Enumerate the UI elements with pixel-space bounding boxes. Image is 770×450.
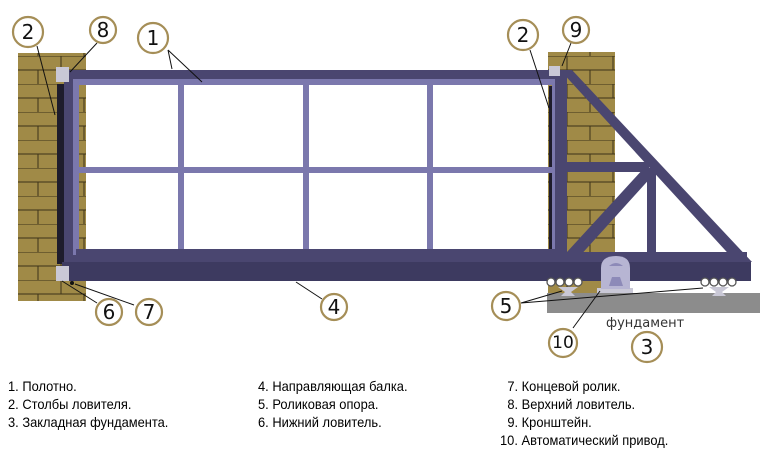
foundation-label: фундамент xyxy=(606,316,685,331)
end-roller xyxy=(70,281,74,285)
callout-1: 1 xyxy=(136,21,170,55)
svg-text:7: 7 xyxy=(143,300,156,324)
callout-10: 10 xyxy=(547,327,579,359)
svg-text:4: 4 xyxy=(328,295,341,319)
legend-column-1: 1. Полотно. 2. Столбы ловителя. 3. Закла… xyxy=(8,377,168,431)
svg-text:2: 2 xyxy=(22,20,35,44)
guide-beam xyxy=(62,262,751,281)
upper-catcher xyxy=(56,67,69,82)
callout-2-left: 2 xyxy=(11,15,45,49)
callout-5: 5 xyxy=(490,290,522,322)
legend-item: 4. Направляющая балка. xyxy=(258,378,408,394)
leader-lines xyxy=(36,42,704,329)
legend-column-2: 4. Направляющая балка. 5. Роликовая опор… xyxy=(258,377,408,431)
svg-text:5: 5 xyxy=(500,294,513,318)
lower-catcher xyxy=(56,266,69,281)
callout-6: 6 xyxy=(94,297,124,327)
gate-leaf xyxy=(64,70,752,265)
legend-item: 7. Концевой ролик. xyxy=(507,378,621,394)
legend-item: 3. Закладная фундамента. xyxy=(8,414,169,430)
legend-item: 8. Верхний ловитель. xyxy=(507,396,636,412)
roller-support-left xyxy=(546,277,583,296)
bracket xyxy=(549,66,560,76)
legend-item: 6. Нижний ловитель. xyxy=(258,414,382,430)
legend-item: 9. Кронштейн. xyxy=(507,414,592,430)
svg-text:6: 6 xyxy=(103,300,116,324)
callout-9: 9 xyxy=(561,15,591,45)
roller-support-right xyxy=(700,277,737,296)
callout-3: 3 xyxy=(630,330,664,364)
callout-8: 8 xyxy=(88,15,118,45)
callout-7: 7 xyxy=(134,297,164,327)
gate-diagram: фундамент xyxy=(11,15,760,364)
svg-text:10: 10 xyxy=(552,333,574,353)
legend-item: 10. Автоматический привод. xyxy=(500,432,669,448)
callout-2-right: 2 xyxy=(506,18,540,52)
svg-text:8: 8 xyxy=(97,18,110,42)
legend-item: 1. Полотно. xyxy=(8,378,77,394)
callout-4: 4 xyxy=(319,292,349,322)
svg-text:3: 3 xyxy=(641,335,654,359)
legend-column-3: 7. Концевой ролик. 8. Верхний ловитель. … xyxy=(500,377,668,449)
svg-text:1: 1 xyxy=(147,26,160,50)
svg-text:9: 9 xyxy=(570,18,583,42)
svg-text:2: 2 xyxy=(517,23,530,47)
left-catcher-post xyxy=(57,84,64,264)
legend-item: 2. Столбы ловителя. xyxy=(8,396,132,412)
foundation-slab xyxy=(547,293,760,313)
automatic-drive xyxy=(597,256,633,293)
legend-item: 5. Роликовая опора. xyxy=(258,396,379,412)
